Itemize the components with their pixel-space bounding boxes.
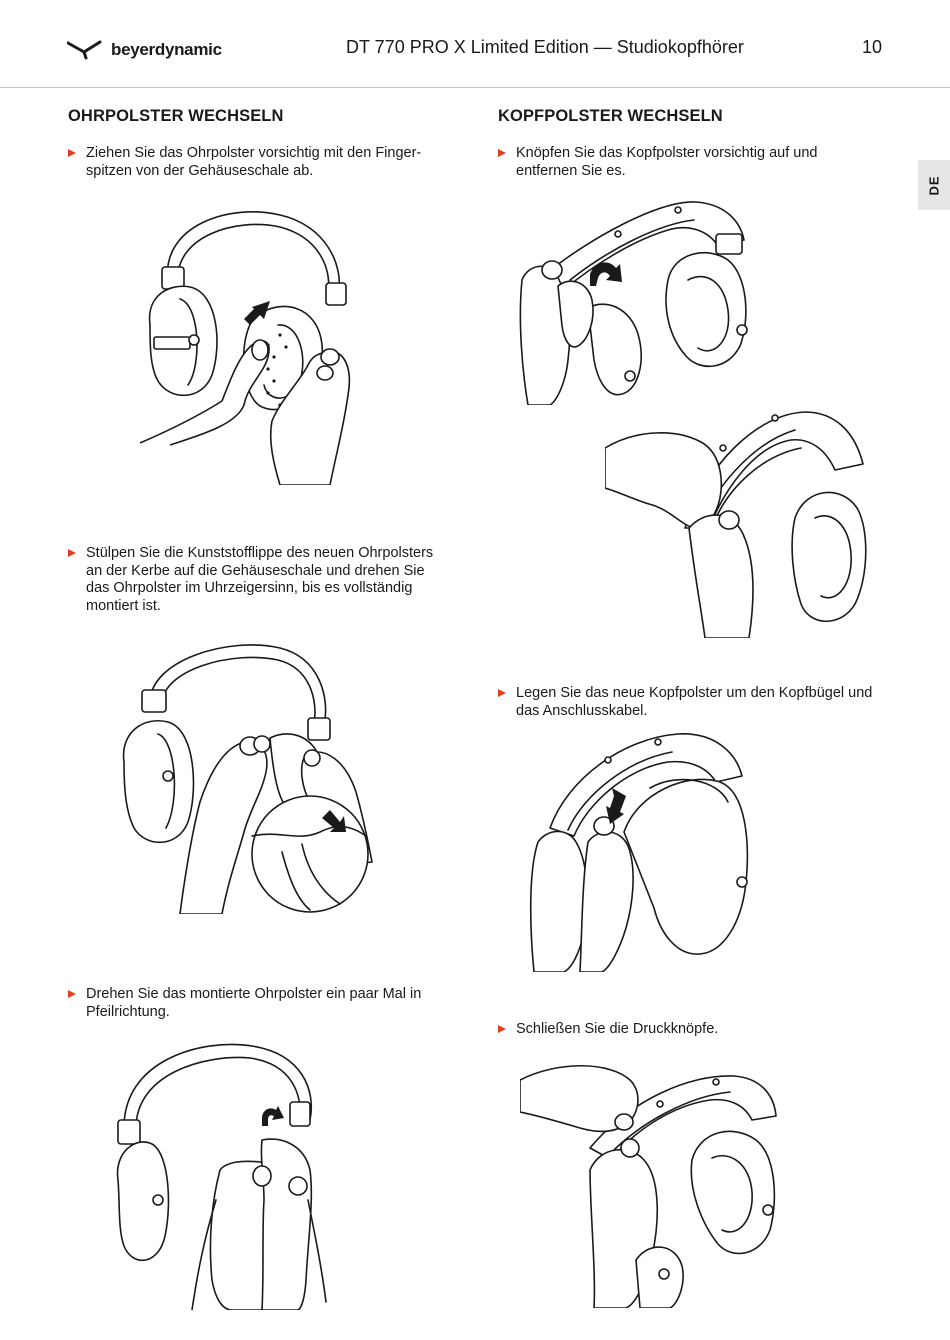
- illustration-mount-ear-pad: [110, 642, 375, 914]
- step-text: Stülpen Sie die Kunststofflippe des neue…: [86, 545, 434, 614]
- beyerdynamic-logo-icon: [67, 40, 102, 60]
- bullet-arrow-icon: [68, 549, 76, 557]
- bullet-arrow-icon: [68, 990, 76, 998]
- bullet-arrow-icon: [498, 149, 506, 157]
- illustration-place-head-pad: [528, 732, 758, 972]
- step-ear-pad-2: Stülpen Sie die Kunststofflippe des neue…: [68, 545, 448, 615]
- bullet-arrow-icon: [498, 689, 506, 697]
- document-title: DT 770 PRO X Limited Edition — Studiokop…: [346, 37, 744, 57]
- page-header: beyerdynamic DT 770 PRO X Limited Editio…: [0, 0, 950, 88]
- brand-name: beyerdynamic: [111, 40, 222, 59]
- brand-logo: beyerdynamic: [67, 38, 222, 62]
- step-head-pad-3: Schließen Sie die Druckknöpfe.: [498, 1021, 878, 1039]
- header-divider: [0, 87, 950, 88]
- step-text: Knöpfen Sie das Kopfpolster vorsichtig a…: [516, 145, 818, 179]
- illustration-remove-ear-pad: [140, 205, 365, 485]
- step-ear-pad-3: Drehen Sie das montierte Ohrpolster ein …: [68, 986, 448, 1021]
- bullet-arrow-icon: [68, 149, 76, 157]
- step-ear-pad-1: Ziehen Sie das Ohrpolster vorsichtig mit…: [68, 145, 448, 180]
- language-tab-label: DE: [926, 174, 942, 196]
- step-text: Schließen Sie die Druckknöpfe.: [516, 1021, 719, 1037]
- illustration-unbutton-head-pad: [518, 190, 758, 405]
- section-heading-ear-pads: OHRPOLSTER WECHSELN: [68, 107, 284, 125]
- page-number: 10: [861, 37, 882, 57]
- illustration-rotate-ear-pad: [112, 1040, 327, 1310]
- illustration-remove-head-pad: [605, 408, 867, 638]
- step-head-pad-2: Legen Sie das neue Kopfpolster um den Ko…: [498, 685, 878, 720]
- illustration-close-snaps: [520, 1060, 782, 1308]
- step-text: Drehen Sie das montierte Ohrpolster ein …: [86, 986, 422, 1020]
- step-text: Legen Sie das neue Kopfpolster um den Ko…: [516, 685, 873, 719]
- section-heading-head-pad: KOPFPOLSTER WECHSELN: [498, 107, 723, 125]
- step-head-pad-1: Knöpfen Sie das Kopfpolster vorsichtig a…: [498, 145, 878, 180]
- step-text: Ziehen Sie das Ohrpolster vorsichtig mit…: [86, 145, 422, 179]
- bullet-arrow-icon: [498, 1025, 506, 1033]
- language-tab: DE: [918, 160, 950, 210]
